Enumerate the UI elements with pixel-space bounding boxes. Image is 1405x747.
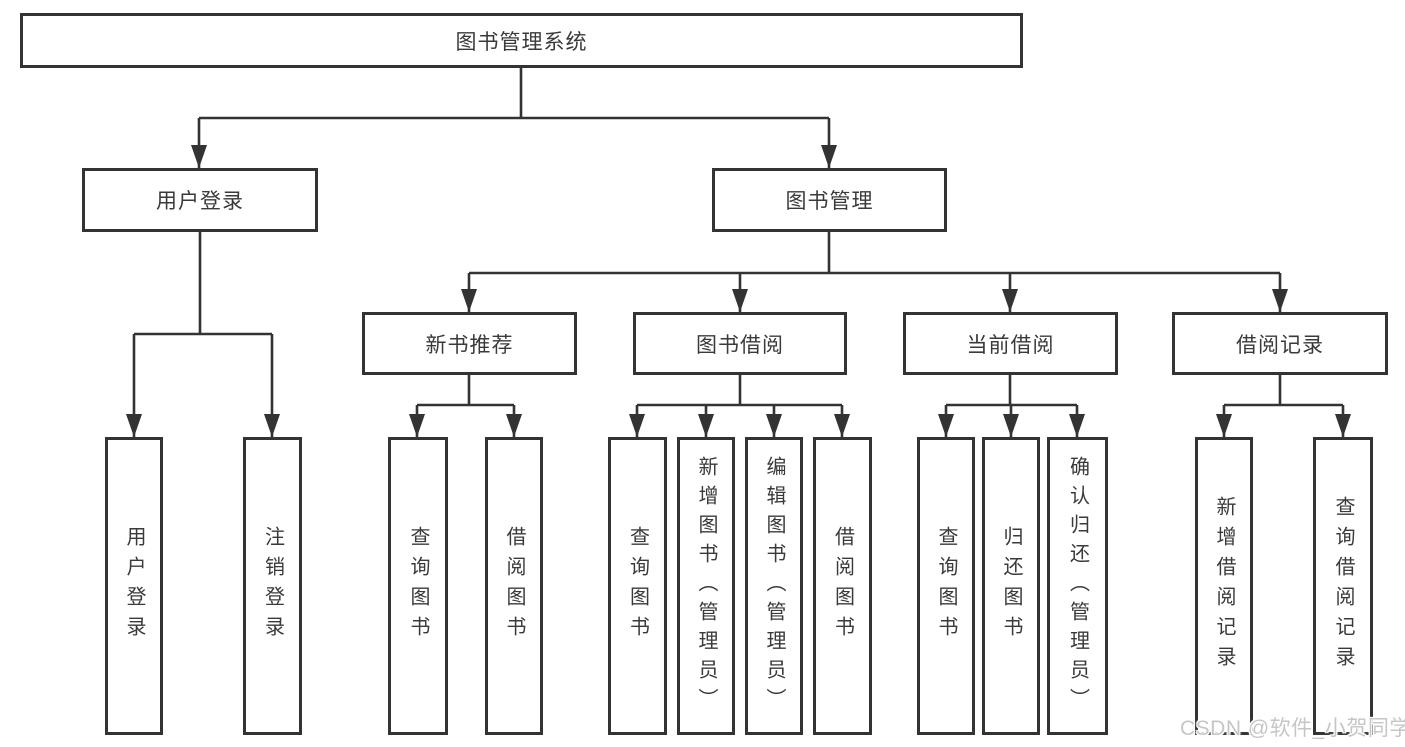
node-library-management-system: 图书管理系统 bbox=[20, 13, 1023, 68]
leaf-label: 用户登录 bbox=[123, 526, 145, 646]
csdn-watermark: CSDN @软件_小贺同学 bbox=[1180, 717, 1405, 740]
leaf-query-books-recommend: 查询图书 bbox=[388, 437, 448, 735]
leaf-query-borrow-record: 查询借阅记录 bbox=[1313, 437, 1373, 735]
leaf-label: 查询图书 bbox=[935, 526, 957, 646]
node-label: 用户登录 bbox=[156, 190, 244, 213]
leaf-borrow-books: 借阅图书 bbox=[813, 437, 872, 735]
node-book-management-module: 图书管理 bbox=[712, 168, 947, 232]
leaf-query-books-current: 查询图书 bbox=[917, 437, 975, 735]
leaf-return-books: 归还图书 bbox=[982, 437, 1040, 735]
leaf-label: 借阅图书 bbox=[831, 526, 854, 646]
node-label: 当前借阅 bbox=[966, 333, 1055, 357]
node-new-book-recommendation: 新书推荐 bbox=[362, 312, 577, 375]
leaf-label: 借阅图书 bbox=[503, 526, 525, 646]
leaf-label: 查询图书 bbox=[626, 526, 649, 646]
node-current-borrowing: 当前借阅 bbox=[903, 312, 1118, 375]
node-borrowing-records: 借阅记录 bbox=[1172, 312, 1388, 375]
leaf-confirm-return-admin: 确认归还（管理员） bbox=[1047, 437, 1108, 735]
node-label: 新书推荐 bbox=[425, 333, 514, 357]
node-label: 借阅记录 bbox=[1236, 333, 1324, 357]
leaf-query-books-borrow: 查询图书 bbox=[608, 437, 667, 735]
leaf-edit-books-admin: 编辑图书（管理员） bbox=[745, 437, 803, 735]
node-book-borrowing: 图书借阅 bbox=[633, 312, 847, 375]
connector-path bbox=[132, 68, 1345, 437]
node-user-login-module: 用户登录 bbox=[82, 168, 318, 232]
leaf-logout: 注销登录 bbox=[243, 437, 302, 735]
node-label: 图书管理 bbox=[785, 190, 874, 213]
leaf-label: 查询图书 bbox=[407, 526, 429, 646]
leaf-label: 确认归还（管理员） bbox=[1066, 455, 1089, 717]
node-label: 图书管理系统 bbox=[455, 30, 588, 54]
leaf-borrow-books-recommend: 借阅图书 bbox=[485, 437, 543, 735]
leaf-label: 新增借阅记录 bbox=[1213, 496, 1235, 676]
leaf-label: 注销登录 bbox=[261, 526, 284, 646]
leaf-add-books-admin: 新增图书（管理员） bbox=[677, 437, 735, 735]
leaf-label: 查询借阅记录 bbox=[1332, 496, 1354, 676]
leaf-label: 归还图书 bbox=[1000, 526, 1022, 646]
leaf-label: 编辑图书（管理员） bbox=[763, 455, 785, 717]
node-label: 图书借阅 bbox=[696, 333, 784, 357]
leaf-label: 新增图书（管理员） bbox=[695, 455, 717, 717]
leaf-user-login: 用户登录 bbox=[105, 437, 163, 735]
leaf-add-borrow-record: 新增借阅记录 bbox=[1195, 437, 1253, 735]
